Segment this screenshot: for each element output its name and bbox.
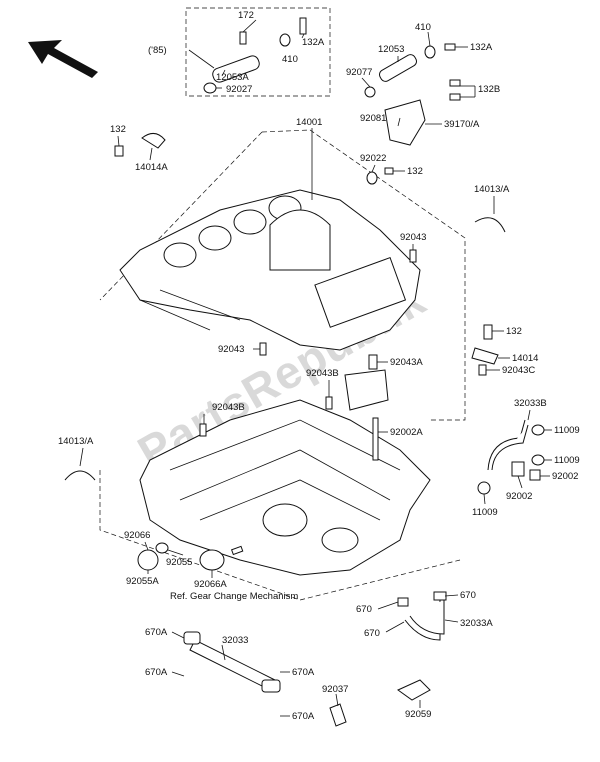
label-92066: 92066 <box>124 530 150 541</box>
label-14014a: 14014A <box>135 162 168 173</box>
label-132-mid: 132 <box>407 166 423 177</box>
label-132b: 132B <box>478 84 500 95</box>
label-1985: ('85) <box>148 45 167 56</box>
label-92037: 92037 <box>322 684 348 695</box>
label-92022: 92022 <box>360 153 386 164</box>
oil-pipes <box>183 591 447 727</box>
front-direction-arrow-icon <box>28 40 98 78</box>
upper-crankcase <box>119 189 421 351</box>
label-132a-right: 132A <box>470 42 493 53</box>
label-92043-right: 92043 <box>400 232 426 243</box>
part-labels: 172 ('85) 132A 410 12053A 92027 410 1205… <box>58 10 580 722</box>
label-670-b: 670 <box>460 590 476 601</box>
label-92077: 92077 <box>346 67 372 78</box>
label-92043c: 92043C <box>502 365 535 376</box>
label-92002a: 92002A <box>390 427 423 438</box>
label-92043b-a: 92043B <box>306 368 339 379</box>
label-11009-a: 11009 <box>554 425 580 436</box>
label-132a-top: 132A <box>302 37 325 48</box>
label-670a-3: 670A <box>292 667 315 678</box>
label-410-a: 410 <box>282 54 298 65</box>
label-14013a-right: 14013/A <box>474 184 510 195</box>
label-32033: 32033 <box>222 635 248 646</box>
label-92043b-b: 92043B <box>212 402 245 413</box>
label-11009-b: 11009 <box>554 455 580 466</box>
label-92002: 92002 <box>552 471 578 482</box>
label-92066a: 92066A <box>194 579 227 590</box>
label-410-b: 410 <box>415 22 431 33</box>
drain-plug-parts <box>137 542 244 571</box>
label-32033a: 32033A <box>460 618 493 629</box>
oil-pump-parts <box>364 43 461 185</box>
right-side-parts <box>409 249 545 495</box>
label-ref-gear-change: Ref. Gear Change Mechanism <box>170 591 298 602</box>
label-670-a: 670 <box>356 604 372 615</box>
label-92027: 92027 <box>226 84 252 95</box>
label-12053: 12053 <box>378 44 404 55</box>
label-11009-c: 11009 <box>472 507 498 518</box>
label-14014: 14014 <box>512 353 538 364</box>
label-12053a: 12053A <box>216 72 249 83</box>
label-32033b: 32033B <box>514 398 547 409</box>
label-670a-4: 670A <box>292 711 315 722</box>
label-92002-b: 92002 <box>506 491 532 502</box>
label-92059: 92059 <box>405 709 431 720</box>
lower-crankcase <box>139 399 431 576</box>
label-670a-2: 670A <box>145 667 168 678</box>
label-670a-1: 670A <box>145 627 168 638</box>
label-92043a: 92043A <box>390 357 423 368</box>
label-670-c: 670 <box>364 628 380 639</box>
label-14001: 14001 <box>296 117 322 128</box>
leader-lines <box>79 19 552 717</box>
label-92081: 92081 <box>360 113 386 124</box>
label-39170a: 39170/A <box>444 119 480 130</box>
label-172: 172 <box>238 10 254 21</box>
label-132-left: 132 <box>110 124 126 135</box>
center-small-parts <box>199 342 389 461</box>
label-92043-left: 92043 <box>218 344 244 355</box>
label-92055a: 92055A <box>126 576 159 587</box>
label-92055: 92055 <box>166 557 192 568</box>
label-14013a-left: 14013/A <box>58 436 94 447</box>
label-132-right: 132 <box>506 326 522 337</box>
